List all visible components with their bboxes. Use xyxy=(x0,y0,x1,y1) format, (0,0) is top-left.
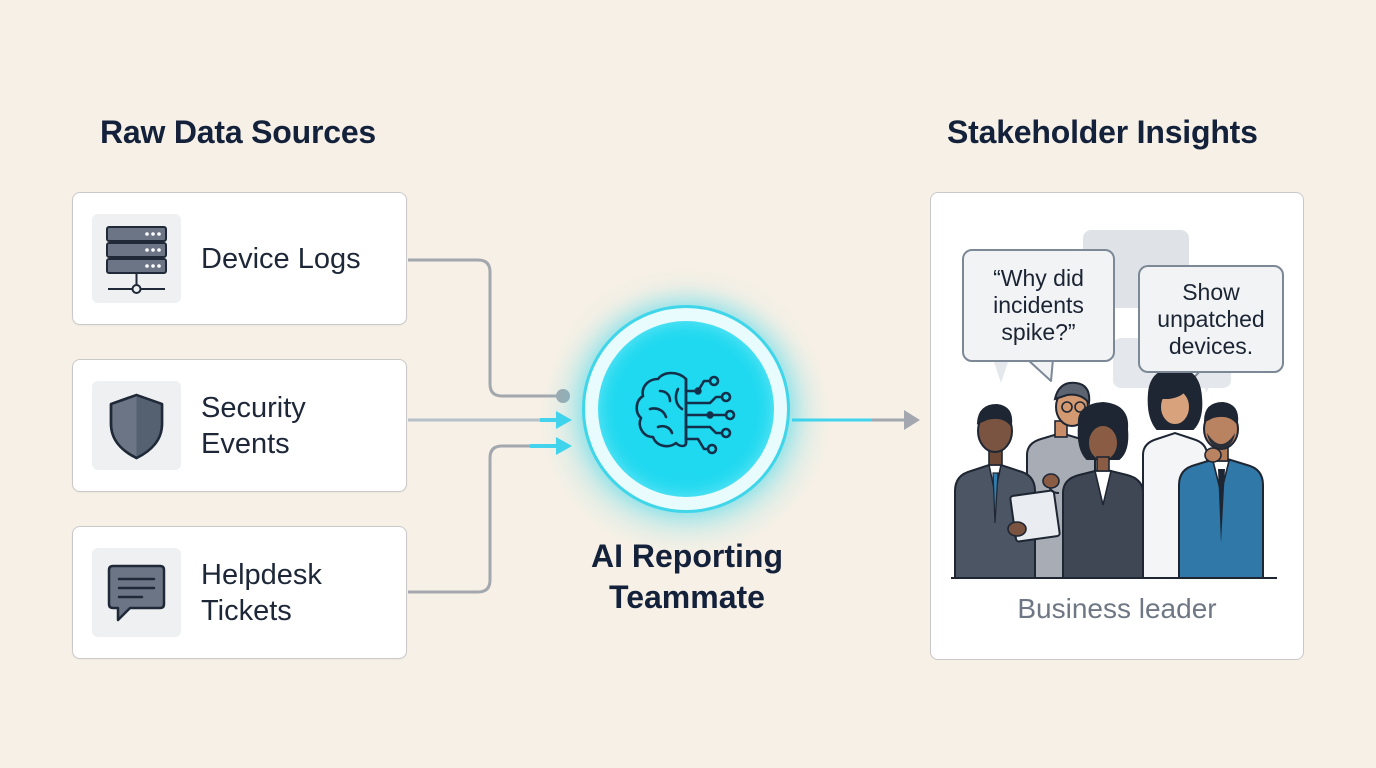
shield-icon xyxy=(92,381,181,470)
helpdesk-tickets-connector xyxy=(408,444,556,594)
brain-circuit-icon xyxy=(598,321,774,497)
bubble-line: devices. xyxy=(1168,332,1254,359)
speech-bubble-unpatched-request: Show unpatched devices. xyxy=(1138,265,1284,373)
source-label-line: Tickets xyxy=(201,594,292,627)
source-label: Helpdesk Tickets xyxy=(201,527,322,658)
source-card-helpdesk-tickets: Helpdesk Tickets xyxy=(72,526,407,659)
source-card-device-logs: Device Logs xyxy=(72,192,407,325)
stakeholder-insights-panel: “Why did incidents spike?” Show unpatche… xyxy=(930,192,1304,660)
business-leader-caption: Business leader xyxy=(1017,593,1217,624)
device-logs-connector-dot xyxy=(556,389,570,403)
stakeholder-insights-heading: Stakeholder Insights xyxy=(947,114,1258,150)
helpdesk-tickets-arrowhead xyxy=(556,437,572,455)
bubble-line: incidents xyxy=(993,292,1084,318)
bubble-line: spike?” xyxy=(1001,319,1076,345)
source-label-line: Events xyxy=(201,427,290,460)
source-label-line: Device Logs xyxy=(201,242,361,275)
server-icon xyxy=(92,214,181,303)
source-label-line: Helpdesk xyxy=(201,558,322,591)
source-label: Device Logs xyxy=(201,193,361,324)
bubble-line: unpatched xyxy=(1157,305,1265,332)
source-label-line: Security xyxy=(201,391,306,424)
bubble-line: “Why did xyxy=(993,265,1084,291)
device-logs-connector xyxy=(408,258,560,398)
chat-bubble-icon xyxy=(92,548,181,637)
source-label: Security Events xyxy=(201,360,306,491)
ai-reporting-teammate-label: AI Reporting Teammate xyxy=(560,536,814,618)
source-card-security-events: Security Events xyxy=(72,359,407,492)
bubble-line: Show xyxy=(1182,278,1240,305)
security-events-arrowhead xyxy=(556,411,572,429)
ai-label-line: AI Reporting xyxy=(591,538,783,574)
output-arrowhead xyxy=(904,410,920,430)
speech-bubble-tail xyxy=(1026,358,1054,382)
ai-label-line: Teammate xyxy=(609,579,765,615)
speech-bubble-incidents-question: “Why did incidents spike?” xyxy=(962,249,1115,362)
raw-data-sources-heading: Raw Data Sources xyxy=(100,114,377,150)
